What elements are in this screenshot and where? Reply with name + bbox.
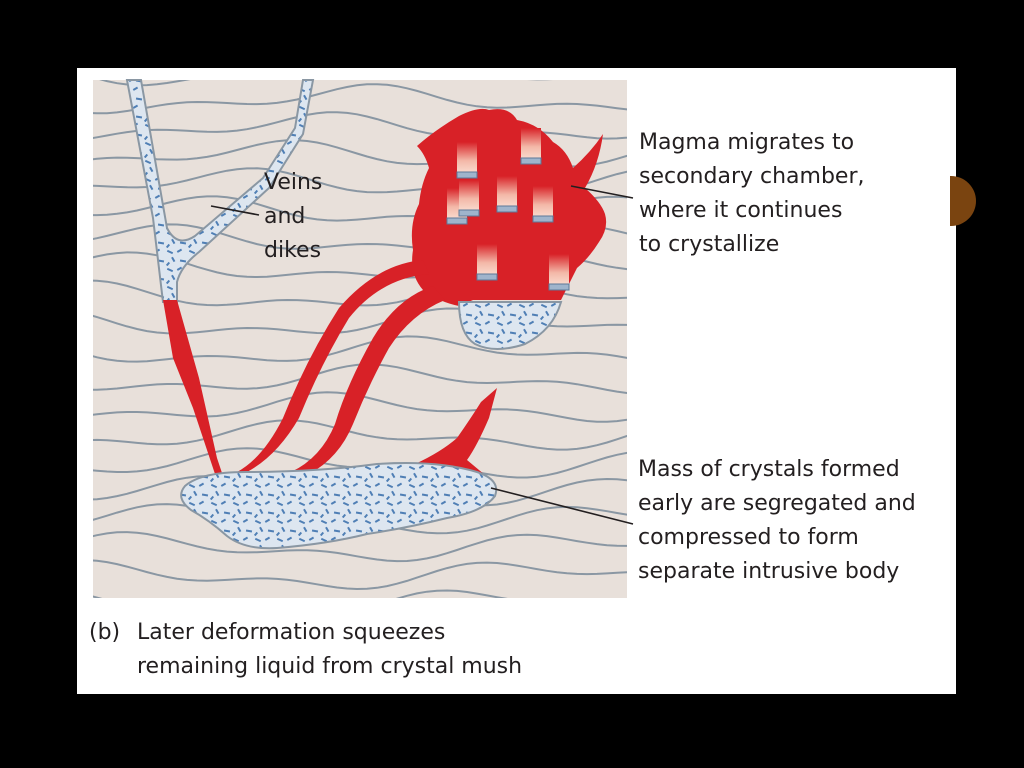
label-line: Mass of crystals formed (638, 457, 900, 482)
crystal-base (476, 273, 498, 281)
crystal (477, 244, 497, 278)
label-line: secondary chamber, (639, 164, 865, 189)
crystal (521, 128, 541, 162)
crystal-base (548, 283, 570, 291)
label-line: where it continues (639, 198, 843, 223)
leader-veins (210, 205, 260, 216)
left-vein (125, 79, 315, 303)
left-red-dike (163, 300, 223, 476)
strata-line (99, 80, 554, 87)
feeder-channel-2 (291, 286, 445, 474)
label-line: early are segregated and (638, 491, 916, 516)
strata-line (93, 531, 627, 563)
crystal-base (532, 215, 554, 223)
right-red-dike (415, 388, 497, 482)
caption-line: remaining liquid from crystal mush (137, 654, 523, 679)
caption-tag: (b) (89, 620, 121, 645)
geology-diagram (93, 79, 634, 598)
crystal (459, 180, 479, 214)
crystal-base (456, 171, 478, 179)
label-veins-and-dikes: Veins and dikes (264, 166, 322, 268)
crystal-base (520, 157, 542, 165)
label-magma-migrates: Magma migrates to secondary chamber, whe… (639, 126, 865, 262)
strata-line (93, 419, 627, 451)
leader-mass (490, 487, 634, 525)
crystal-base (458, 209, 480, 217)
crystal-base (496, 205, 518, 213)
leader-magma (570, 185, 634, 199)
slide-nav-dot (950, 176, 976, 226)
strata-line (93, 83, 627, 115)
crystal (549, 254, 569, 288)
label-line: and (264, 204, 306, 229)
label-mass-of-crystals: Mass of crystals formed early are segreg… (638, 453, 916, 589)
strata-line (93, 111, 627, 140)
crystal (457, 142, 477, 176)
label-line: separate intrusive body (638, 559, 900, 584)
label-line: compressed to form (638, 525, 859, 550)
slide: Veins and dikes Magma migrates to second… (77, 68, 956, 694)
label-line: Veins (264, 170, 323, 195)
label-line: Magma migrates to (639, 130, 855, 155)
floating-crystals (446, 128, 570, 291)
label-line: to crystallize (639, 232, 780, 257)
secondary-chamber (411, 108, 607, 350)
label-line: dikes (264, 238, 322, 263)
strata-line (93, 559, 627, 591)
crystal (497, 176, 517, 210)
crystal (533, 186, 553, 220)
feeder-channel-1 (237, 260, 429, 472)
crystal-mass (180, 462, 498, 550)
caption-line: Later deformation squeezes (137, 620, 446, 645)
crystal-base (446, 217, 468, 225)
